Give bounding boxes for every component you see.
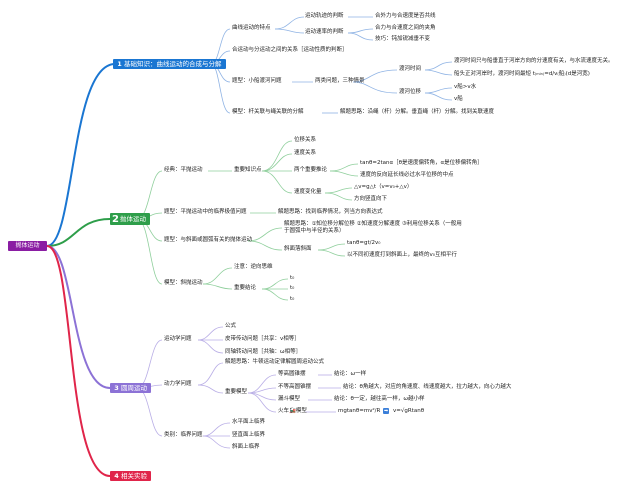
node-incline[interactable]: 斜面落斜面 — [284, 246, 312, 252]
topic-label: 抛体运动 — [119, 215, 146, 223]
number-badge: 4 — [114, 472, 119, 480]
node-train[interactable]: 火车🚂模型 — [278, 408, 307, 414]
node-speed-judgement[interactable]: 运动速率的判断 — [305, 29, 344, 35]
node-belt[interactable]: 皮带传动问题［共享：v相等］ — [225, 336, 300, 342]
node-coaxial[interactable]: 同轴转动问题［共轴：ω相等］ — [225, 349, 302, 355]
node-train-speed[interactable]: v=√gRtanθ — [393, 408, 425, 414]
node-dv-b[interactable]: 方向竖直向下 — [354, 196, 388, 202]
number-badge: 2 — [112, 214, 119, 225]
node-critical-horizontal[interactable]: 水平面上临界 — [232, 419, 266, 425]
node-cross-disp-b[interactable]: v船 — [454, 96, 463, 102]
topic-projectile[interactable]: 2抛体运动 — [110, 213, 150, 225]
node-vel-rel[interactable]: 速度关系 — [294, 150, 317, 156]
node-key-models[interactable]: 重要模型 — [225, 389, 248, 395]
node-classic[interactable]: 经典：平抛运动 — [164, 167, 203, 173]
node-incline-b[interactable]: 以不同初速度打到斜面上，最终的v₀互相平行 — [347, 252, 457, 258]
node-speed-tip[interactable]: 技巧：钝加锐减垂不变 — [375, 36, 431, 42]
node-cross-time[interactable]: 渡河时间 — [399, 66, 422, 72]
node-cone-unequal-a[interactable]: 结论：θ角越大，对应的角速度、线速度越大，拉力越大，向心力越大 — [343, 384, 512, 390]
node-dv-a[interactable]: △v=g△t（v=v₀+△v） — [354, 184, 413, 190]
node-cross-time-a[interactable]: 渡河时间只与船垂直于河岸方向的分速度有关，与水流速度无关。 — [454, 58, 614, 64]
node-conclusion-3[interactable]: t₀ — [290, 296, 295, 302]
node-slope[interactable]: 题型：与斜面或圆弧有关的抛体运动 — [164, 237, 253, 243]
topic-label: 相关实验 — [121, 472, 147, 480]
node-speed-answer[interactable]: 合力与合速度之间的夹角 — [375, 25, 436, 31]
node-trajectory-answer[interactable]: 合外力与合速度是否共线 — [375, 13, 436, 19]
node-boat-cases[interactable]: 两类问题，三种情景 — [315, 78, 365, 84]
node-funnel-a[interactable]: 结论：θ一定，越往高一样，ω越小样 — [334, 396, 425, 402]
node-relation[interactable]: 合运动与分运动之间的关系［运动性质的判断］ — [232, 47, 348, 53]
node-conclusion-2[interactable]: t₀ — [290, 285, 295, 291]
node-cross-disp-a[interactable]: v船>v水 — [454, 84, 477, 90]
node-rope-model[interactable]: 模型：杆关联与绳关联的分解 — [232, 109, 304, 115]
node-conclusion-1[interactable]: t₀ — [290, 275, 295, 281]
node-dynamics[interactable]: 动力学问题 — [164, 381, 192, 387]
node-curve-features[interactable]: 曲线运动的特点 — [232, 25, 271, 31]
node-boat-problem[interactable]: 题型：小船渡河问题 — [232, 78, 282, 84]
node-trajectory-judgement[interactable]: 运动轨迹的判断 — [305, 13, 344, 19]
node-dv[interactable]: 速度变化量 — [294, 189, 322, 195]
node-inference-b[interactable]: 速度的反向延长线必过水平位移的中点 — [360, 172, 454, 178]
number-badge: 1 — [117, 60, 122, 68]
node-disp-rel[interactable]: 位移关系 — [294, 137, 317, 143]
node-formula[interactable]: 公式 — [225, 323, 237, 329]
node-kinematics[interactable]: 运动学问题 — [164, 336, 192, 342]
node-slope-method[interactable]: 解题思路：①知位移分解位移 ②知速度分解速度 ③利用位移关系（一般用于圆弧中与半… — [284, 221, 462, 234]
node-critical-slope[interactable]: 斜面上临界 — [232, 444, 260, 450]
root-node[interactable]: 抛体运动 — [8, 241, 47, 251]
node-oblique-tip[interactable]: 注意：逆向思维 — [234, 264, 273, 270]
node-dynamics-method[interactable]: 解题思路：牛顿运动定律解圆周运动公式 — [225, 359, 325, 365]
node-train-formula[interactable]: mgtanθ=mv²/R — [338, 408, 381, 414]
node-extreme[interactable]: 题型：平抛运动中的临界极值问题 — [164, 209, 247, 215]
node-cone-equal-a[interactable]: 结论：ω一样 — [334, 371, 367, 377]
node-rope-method[interactable]: 解题思路：沿绳（杆）分解。垂直绳（杆）分解。找到关联速度 — [340, 109, 495, 115]
node-critical[interactable]: 类别：临界问题 — [164, 432, 203, 438]
node-extreme-method[interactable]: 解题思路：找到临界情况，列当方向表达式 — [278, 209, 383, 215]
node-key-points[interactable]: 重要知识点 — [234, 167, 262, 173]
node-inferences[interactable]: 两个重要推论 — [294, 167, 328, 173]
node-oblique[interactable]: 模型：斜抛运动 — [164, 280, 203, 286]
node-cross-disp[interactable]: 渡河位移 — [399, 89, 422, 95]
topic-label: 圆周运动 — [121, 384, 147, 392]
node-funnel[interactable]: 漏斗模型 — [278, 396, 301, 402]
node-critical-vertical[interactable]: 竖直面上临界 — [232, 432, 266, 438]
node-inference-a[interactable]: tanθ=2tanα［θ是速度偏转角，α是位移偏转角］ — [360, 160, 483, 166]
node-cone-unequal[interactable]: 不等高圆锥摆 — [278, 384, 312, 390]
arrow-right-icon: ➡ — [383, 408, 390, 414]
number-badge: 3 — [114, 384, 119, 392]
topic-label: 基础知识：曲线运动的合成与分解 — [124, 60, 222, 68]
node-cross-time-b[interactable]: 船头正对河岸时，渡河时间最短 t₍ₘᵢₙ₎=d/v₍船₎(d是河宽) — [454, 71, 590, 77]
node-oblique-conclusion[interactable]: 重要结论 — [234, 285, 257, 291]
node-cone-equal[interactable]: 等高圆锥摆 — [278, 371, 306, 377]
node-incline-a[interactable]: tanθ=gt/2v₀ — [347, 240, 381, 246]
node-train-arrow: ➡ — [383, 408, 390, 415]
